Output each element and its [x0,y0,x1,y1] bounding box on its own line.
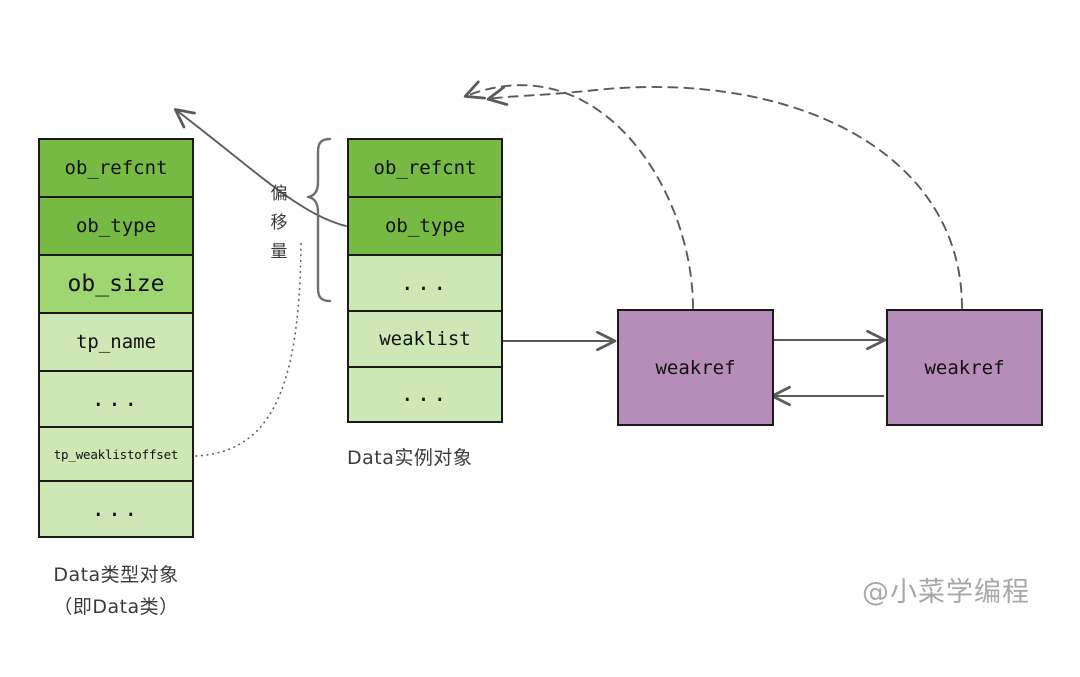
instance-object-row-weaklist: weaklist [349,312,501,368]
offset-char-3: 量 [270,242,288,262]
edge-weakref2-to-instance [486,86,963,309]
instance-object-table: ob_refcnt ob_type ... weaklist ... [347,138,503,423]
type-object-caption-line1: Data类型对象 [53,564,179,586]
type-object-row-ellipsis-2: ... [40,482,192,536]
instance-object-row-ellipsis-1: ... [349,256,501,312]
instance-object-caption: Data实例对象 [347,447,473,469]
offset-brace [306,137,332,303]
offset-char-1: 偏 [270,184,288,204]
type-object-row-tp_weaklistoffset: tp_weaklistoffset [40,428,192,482]
edge-obtype-to-typeobject [173,108,347,227]
weakref-box-1: weakref [617,309,774,426]
type-object-row-ob_refcnt: ob_refcnt [40,140,192,198]
type-object-table: ob_refcnt ob_type ob_size tp_name ... tp… [38,138,194,538]
type-object-row-ob_type: ob_type [40,198,192,256]
type-object-row-tp_name: tp_name [40,314,192,372]
watermark: @小菜学编程 [862,577,1030,608]
instance-object-row-ob_refcnt: ob_refcnt [349,140,501,198]
weakref-box-2: weakref [886,309,1043,426]
instance-object-row-ob_type: ob_type [349,198,501,256]
type-object-row-ob_size: ob_size [40,256,192,314]
type-object-caption-line2: （即Data类） [53,596,179,618]
type-object-row-ellipsis-1: ... [40,372,192,428]
offset-label: 偏 移 量 [268,180,290,267]
offset-char-2: 移 [270,213,288,233]
edge-weaklistoffset-to-offset [195,241,302,457]
instance-object-row-ellipsis-2: ... [349,368,501,421]
